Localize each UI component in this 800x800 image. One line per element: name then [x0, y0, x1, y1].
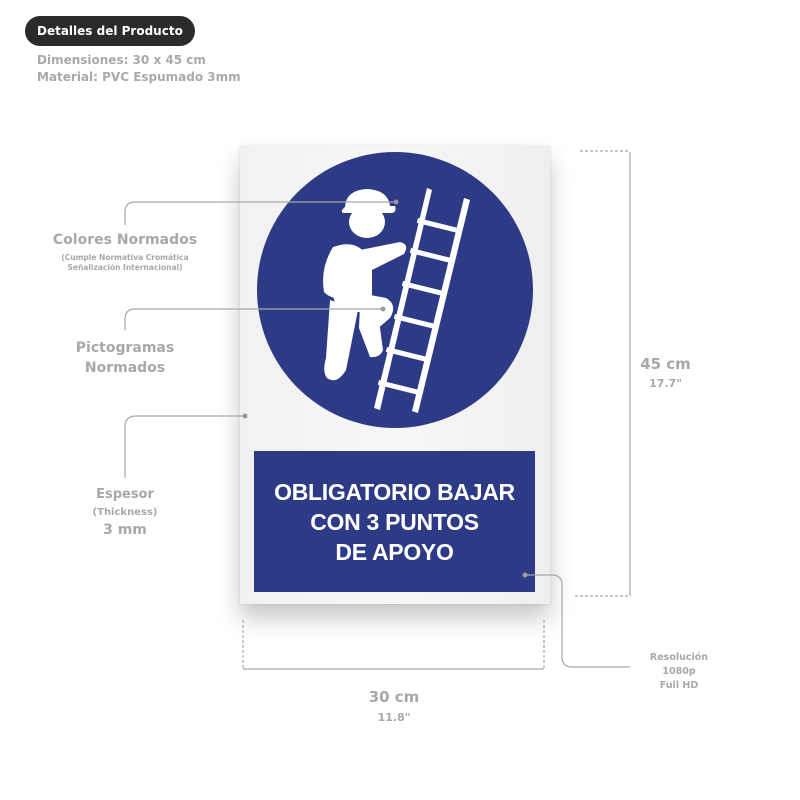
material-spec: Material: PVC Espumado 3mm [37, 70, 241, 84]
colors-callout-title: Colores Normados [52, 232, 198, 248]
resolution-leader-line [525, 574, 630, 668]
height-in-label: 17.7" [649, 377, 682, 390]
thickness-leader-line [124, 415, 245, 478]
product-details-badge: Detalles del Producto [25, 16, 195, 46]
colors-leader-dot [393, 199, 399, 205]
resolution-leader-dot [522, 572, 528, 578]
thickness-callout-value: 3 mm [103, 522, 147, 538]
resolution-callout: Resolución 1080p Full HD [649, 652, 709, 691]
colors-leader-line [124, 201, 396, 225]
sign-text-line2: CON 3 PUNTOS [310, 508, 479, 535]
sign-text-line1: OBLIGATORIO BAJAR [274, 478, 515, 505]
colors-callout-subtitle: (Cumple Normativa Cromática Señalización… [61, 253, 189, 272]
thickness-leader-dot [242, 413, 248, 419]
height-cm-label: 45 cm [640, 355, 691, 373]
sign-text-line3: DE APOYO [335, 538, 454, 565]
dimensions-spec: Dimensiones: 30 x 45 cm [37, 53, 206, 67]
width-in-label: 11.8" [377, 711, 411, 724]
worker-climbing-ladder-icon [323, 188, 470, 413]
pictograms-leader-dot [380, 306, 386, 312]
pictograms-leader-line [124, 308, 383, 330]
thickness-callout-subtitle: (Thickness) [92, 507, 158, 518]
thickness-callout-title: Espesor [96, 487, 154, 502]
sign-text-panel: OBLIGATORIO BAJAR CON 3 PUNTOS DE APOYO [254, 451, 535, 592]
pictograms-callout: Pictogramas Normados [75, 340, 175, 376]
width-cm-label: 30 cm [368, 688, 420, 706]
